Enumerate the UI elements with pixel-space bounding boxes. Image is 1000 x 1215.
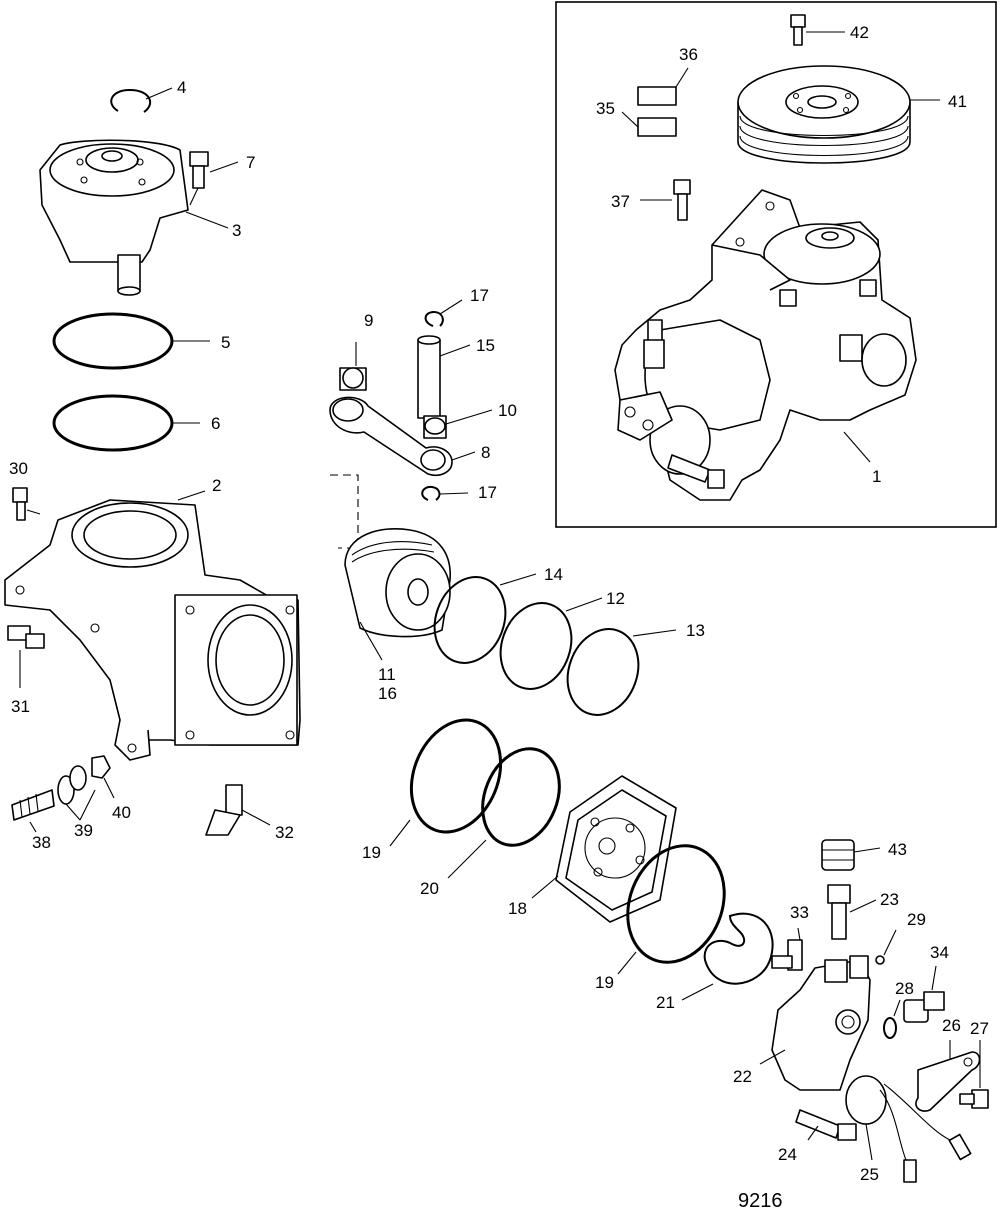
callout-8: 8 <box>481 443 490 462</box>
pulley-41 <box>737 65 940 164</box>
callout-43: 43 <box>888 840 907 859</box>
retaining-clip-17-top <box>424 299 463 327</box>
callout-31: 31 <box>11 697 30 716</box>
shim-36 <box>637 67 689 106</box>
callout-3: 3 <box>232 221 241 240</box>
callout-1: 1 <box>872 467 881 486</box>
callout-2: 2 <box>212 476 221 495</box>
o-ring-19-lower <box>617 844 726 975</box>
callout-10: 10 <box>498 401 517 420</box>
callout-24: 24 <box>778 1145 797 1164</box>
washers-39 <box>57 765 96 821</box>
o-ring-19-upper <box>389 718 503 847</box>
callout-39: 39 <box>74 821 93 840</box>
callout-17-bottom: 17 <box>478 483 497 502</box>
fitting-34 <box>903 965 945 1023</box>
callout-27: 27 <box>970 1019 989 1038</box>
callout-35: 35 <box>596 99 615 118</box>
clamp-26 <box>915 1040 981 1112</box>
piston-ring-13 <box>566 628 677 716</box>
callout-26: 26 <box>942 1016 961 1035</box>
callout-29: 29 <box>907 910 926 929</box>
callout-37: 37 <box>611 192 630 211</box>
callout-6: 6 <box>211 414 220 433</box>
callout-19-lower: 19 <box>595 973 614 992</box>
callout-28: 28 <box>895 979 914 998</box>
callout-18: 18 <box>508 899 527 918</box>
callout-30: 30 <box>9 459 28 478</box>
retaining-clip-17-bottom <box>421 485 469 501</box>
bearing-10 <box>423 409 493 439</box>
bolt-7 <box>189 151 239 206</box>
callout-22: 22 <box>733 1067 752 1086</box>
washer-28 <box>883 999 901 1039</box>
shim-35 <box>621 111 677 137</box>
figure-code: 9216 <box>738 1190 783 1212</box>
pump-body-2 <box>4 490 301 761</box>
callout-13: 13 <box>686 621 705 640</box>
piston-ring-12 <box>499 597 603 690</box>
fitting-31 <box>7 625 45 688</box>
callout-5: 5 <box>221 333 230 352</box>
ball-29 <box>875 929 897 965</box>
piston-ring-14 <box>433 573 537 664</box>
callout-15: 15 <box>476 336 495 355</box>
callout-12: 12 <box>606 589 625 608</box>
callout-32: 32 <box>275 823 294 842</box>
bolt-42 <box>790 14 845 46</box>
callout-17-top: 17 <box>470 286 489 305</box>
callout-9: 9 <box>364 311 373 330</box>
callout-38: 38 <box>32 833 51 852</box>
assembly-guide-line <box>330 474 359 549</box>
screw-27 <box>959 1040 989 1109</box>
check-valve-23 <box>827 884 877 940</box>
callout-25: 25 <box>860 1165 879 1184</box>
callout-42: 42 <box>850 23 869 42</box>
bolt-24 <box>795 1109 857 1141</box>
needle-bearing-9 <box>339 342 367 391</box>
o-ring-6 <box>52 394 200 452</box>
snap-ring-4 <box>110 87 173 113</box>
callout-40: 40 <box>112 803 131 822</box>
callout-20: 20 <box>420 879 439 898</box>
o-ring-5 <box>52 312 210 370</box>
inset-frame <box>555 1 997 528</box>
piston-pin-15 <box>417 335 471 419</box>
o-ring-20 <box>447 747 561 879</box>
air-compressor-assembly-1 <box>614 189 917 501</box>
elbow-fitting-33 <box>771 927 803 971</box>
callout-19-upper: 19 <box>362 843 381 862</box>
cylinder-head-22 <box>759 955 871 1091</box>
connecting-rod-8 <box>329 396 476 477</box>
callout-36: 36 <box>679 45 698 64</box>
valve-plate-18 <box>531 775 677 923</box>
bolt-37 <box>640 179 691 221</box>
callout-41: 41 <box>948 92 967 111</box>
reed-valve-21 <box>681 912 774 1001</box>
callout-21: 21 <box>656 993 675 1012</box>
callout-7: 7 <box>246 153 255 172</box>
callout-16: 16 <box>378 684 397 703</box>
bearing-housing-3 <box>39 139 229 296</box>
callout-4: 4 <box>177 78 186 97</box>
grommet-43 <box>821 839 881 871</box>
callout-14: 14 <box>544 565 563 584</box>
callout-33: 33 <box>790 903 809 922</box>
callout-23: 23 <box>880 890 899 909</box>
nut-40 <box>91 755 115 799</box>
temperature-sensor-25 <box>845 1075 972 1183</box>
piston-11 <box>344 528 451 661</box>
callout-11: 11 <box>378 665 396 684</box>
elbow-fitting-32 <box>205 784 271 836</box>
callout-labels: 1 2 3 4 5 6 7 8 9 10 11 16 12 13 14 15 1… <box>9 23 989 1212</box>
stud-38 <box>11 789 55 833</box>
fitting-30 <box>12 487 41 521</box>
callout-34: 34 <box>930 943 949 962</box>
